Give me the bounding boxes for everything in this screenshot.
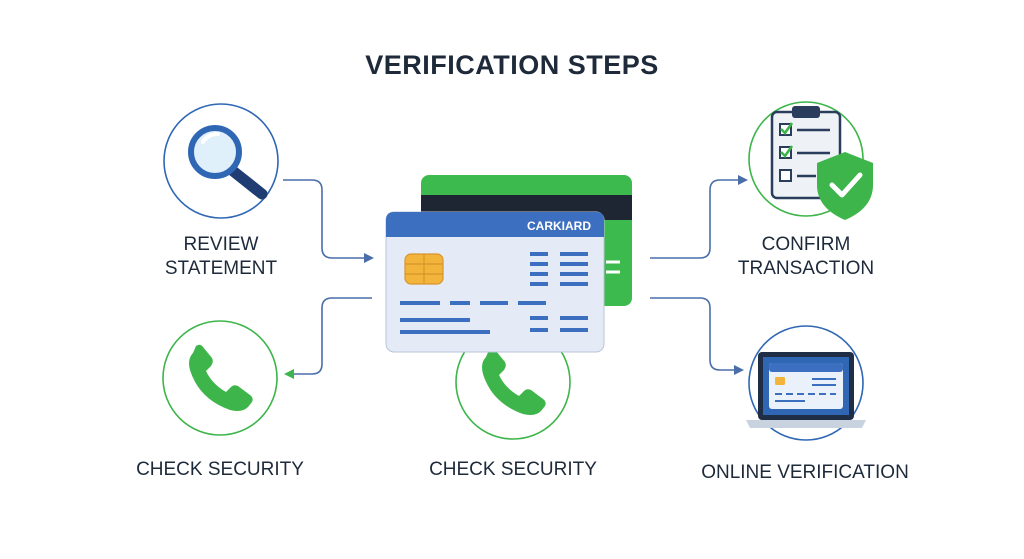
check-security-center-label: CHECK SECURITY [429,459,597,480]
online-verification-node [746,325,866,441]
online-verification-label: ONLINE VERIFICATION [701,462,909,483]
arrow-card-to-confirm [650,175,748,259]
card-chip-icon [404,253,444,285]
phone-icon [482,348,546,415]
card-brand: CARKIARD [527,219,591,233]
phone-icon [189,344,253,411]
review-label-line1: REVIEW [183,234,259,255]
check-security-center-node [455,324,571,440]
confirm-label-line2: TRANSACTION [737,258,875,279]
laptop-card-icon [746,352,866,428]
arrow-card-to-check-security [284,297,372,379]
clipboard-check-shield-icon [770,106,873,220]
confirm-transaction-label: CONFIRM TRANSACTION [721,233,891,281]
connectors [283,175,748,379]
credit-cards: CARKIARD [385,175,632,353]
review-step-node [163,103,279,219]
blue-card: CARKIARD [385,211,605,353]
review-statement-label: REVIEW STATEMENT [141,233,301,281]
arrow-card-to-online [650,297,744,375]
check-security-left-label: CHECK SECURITY [136,459,304,480]
arrow-review-to-card [283,179,374,263]
check-security-left-node [162,320,278,436]
magnifier-icon [188,125,268,200]
confirm-step-node [748,101,873,220]
page-title: VERIFICATION STEPS [365,50,659,80]
review-label-line2: STATEMENT [164,258,278,279]
confirm-label-line1: CONFIRM [761,234,851,255]
